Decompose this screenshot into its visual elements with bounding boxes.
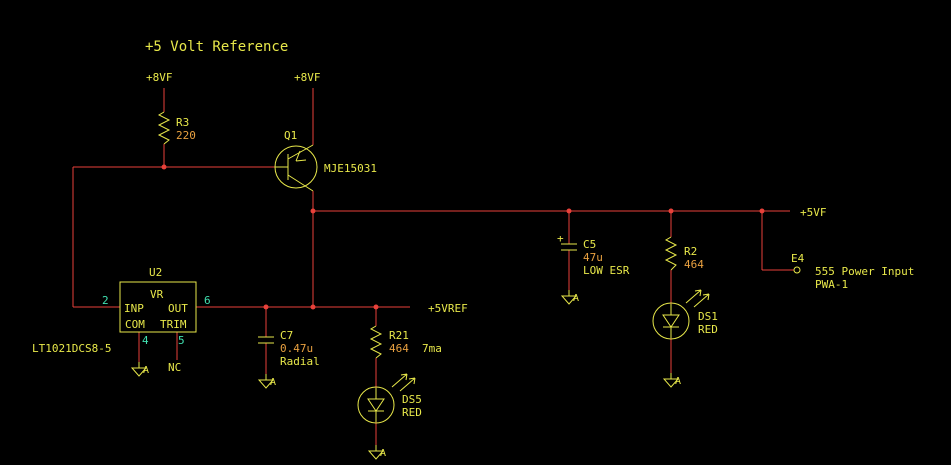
junction-vref-q1 [310, 304, 316, 310]
c7-ref: C7 [280, 329, 293, 342]
junction-r3-node [161, 164, 167, 170]
resistor-r2 [664, 236, 678, 271]
q1-ref: Q1 [284, 129, 297, 142]
c7-note: Radial [280, 355, 320, 368]
ds1-arrow1 [685, 289, 702, 304]
junction-5vf-q1 [310, 208, 316, 214]
junction-5vf-c5 [566, 208, 572, 214]
u2-body-label: VR [150, 288, 164, 301]
u2-pin-trim: TRIM [160, 318, 187, 331]
grounds: A A A A A [131, 289, 681, 460]
q1-value: MJE15031 [324, 162, 377, 175]
u2-pinnum-out: 6 [204, 294, 211, 307]
junction-5vf-r2 [668, 208, 674, 214]
led-ds1 [652, 289, 710, 340]
c5-polarity: + [557, 232, 564, 245]
capacitor-c7 [258, 336, 274, 344]
ds1-ref: DS1 [698, 310, 718, 323]
page-title: +5 Volt Reference [145, 39, 288, 55]
u2-pin-com: COM [125, 318, 145, 331]
ds5-arrow2 [399, 377, 416, 392]
r21-note: 7ma [422, 342, 442, 355]
c5-note: LOW ESR [583, 264, 630, 277]
ground-ds1: A [663, 372, 681, 388]
r2-value: 464 [684, 258, 704, 271]
r21-ref: R21 [389, 329, 409, 342]
ds1-triangle [662, 314, 680, 328]
ground-label: A [270, 377, 276, 388]
u2-pin-inp: INP [124, 302, 144, 315]
resistor-r3-body [157, 111, 171, 145]
ds1-color: RED [698, 323, 718, 336]
ground-c5: A [561, 289, 579, 305]
junction-vref-c7 [263, 304, 269, 310]
c5-ref: C5 [583, 238, 596, 251]
u2-nc: NC [168, 361, 181, 374]
u2-ref: U2 [149, 266, 162, 279]
ground-label: A [675, 376, 681, 387]
r21-value: 464 [389, 342, 409, 355]
ds1-arrow2 [693, 293, 710, 308]
ds5-arrow1 [391, 373, 408, 388]
net-label-5vf: +5VF [800, 206, 827, 219]
r3-value: 220 [176, 129, 196, 142]
e4-desc2: PWA-1 [815, 278, 848, 291]
ds5-color: RED [402, 406, 422, 419]
resistor-r21-body [369, 325, 383, 359]
e4-ref: E4 [791, 252, 805, 265]
ground-c7: A [258, 373, 276, 389]
junctions [161, 164, 765, 310]
u2-pin-out: OUT [168, 302, 188, 315]
q1-collector [287, 174, 314, 192]
transistor-q1 [274, 144, 318, 192]
resistor-r21 [369, 325, 383, 359]
ds1-body [652, 302, 690, 340]
resistor-r2-body [664, 236, 678, 271]
ground-label: A [573, 293, 579, 304]
e4-terminal [793, 266, 801, 274]
ds5-triangle [367, 398, 385, 412]
resistor-r3: R3 220 [157, 111, 196, 145]
q1-arrow [295, 150, 307, 162]
e4-desc: 555 Power Input [815, 265, 914, 278]
u2-pinnum-inp: 2 [102, 294, 109, 307]
c7-value: 0.47u [280, 342, 313, 355]
r2-ref: R2 [684, 245, 697, 258]
ground-label: A [380, 448, 386, 459]
u2-part: LT1021DCS8-5 [32, 342, 111, 355]
regulator-u2: U2 VR INP OUT COM TRIM 2 6 4 5 LT1021DCS… [32, 266, 211, 374]
ds5-body [357, 386, 395, 424]
ground-ds5: A [368, 444, 386, 460]
c5-value: 47u [583, 251, 603, 264]
u2-body [119, 281, 197, 333]
u2-pinnum-com: 4 [142, 334, 149, 347]
net-label-5vref: +5VREF [428, 302, 468, 315]
r3-ref: R3 [176, 116, 189, 129]
q1-emitter [287, 144, 314, 160]
net-label-8vf-right: +8VF [294, 71, 321, 84]
net-label-8vf-left: +8VF [146, 71, 173, 84]
junction-vref-r21 [373, 304, 379, 310]
capacitor-c5 [561, 243, 577, 251]
ground-label: A [143, 365, 149, 376]
wires [72, 88, 794, 445]
ds5-ref: DS5 [402, 393, 422, 406]
junction-5vf-e4 [759, 208, 765, 214]
ground-u2-com: A [131, 361, 149, 377]
led-ds5 [357, 373, 416, 424]
u2-pinnum-trim: 5 [178, 334, 185, 347]
